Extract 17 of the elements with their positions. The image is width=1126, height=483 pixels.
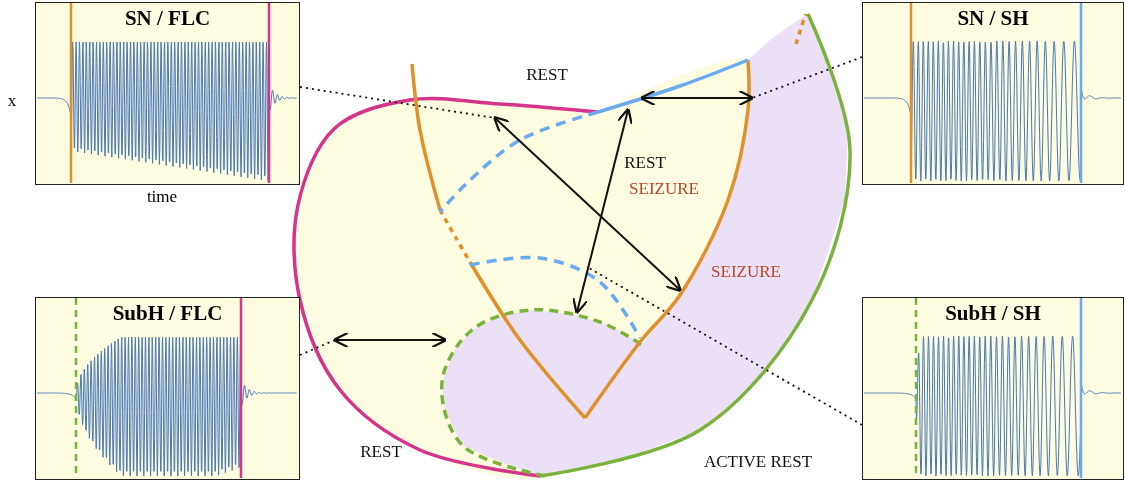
transition-indicator: [639, 89, 755, 107]
panel-title: SubH / SH: [944, 301, 1042, 326]
panel-title: SN / FLC: [123, 6, 212, 31]
region-label: SEIZURE: [629, 179, 699, 199]
transition-indicator: [332, 331, 448, 349]
region-label: REST: [526, 65, 568, 85]
panel-title: SubH / FLC: [111, 301, 224, 326]
axis-label: time: [146, 187, 178, 207]
panel-title: SN / SH: [956, 6, 1030, 31]
leader-line: [751, 56, 863, 99]
region-label: ACTIVE REST: [703, 452, 813, 472]
axis-label: x: [7, 91, 17, 111]
region-label: REST: [624, 153, 666, 173]
region-label: REST: [360, 442, 402, 462]
leader-line: [299, 339, 336, 356]
leader-line: [587, 266, 863, 426]
region-label: SEIZURE: [711, 262, 781, 282]
